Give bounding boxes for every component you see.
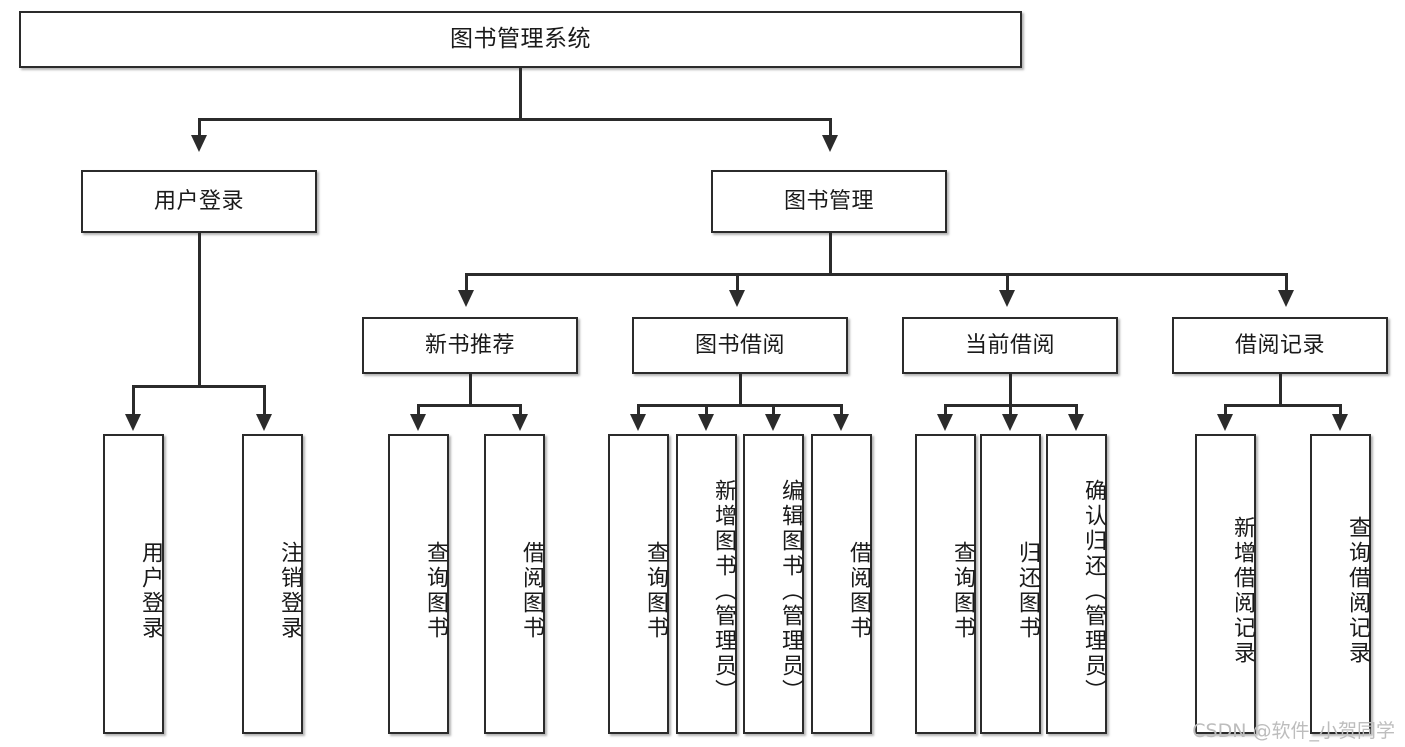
connector-user-login-down (198, 233, 201, 387)
node-current-borrow[interactable]: 当前借阅 (902, 317, 1118, 374)
arrowhead-user-login (191, 135, 207, 152)
node-label: 确认归还（管理员） (1081, 478, 1106, 704)
arrowhead-br-leaf2 (1332, 414, 1348, 431)
connector-bus-borrow-record-leaves (1224, 404, 1342, 407)
leaf-br-query-record[interactable]: 查询借阅记录 (1310, 434, 1371, 734)
connector-bus-new-book-leaves (417, 404, 522, 407)
connector-current-borrow-down (1009, 374, 1012, 406)
arrowhead-bb-leaf3 (765, 414, 781, 431)
connector-bb-leaf2-drop (705, 404, 708, 416)
node-new-book-recommendation[interactable]: 新书推荐 (362, 317, 578, 374)
connector-br-leaf2-drop (1339, 404, 1342, 416)
csdn-watermark: CSDN @软件_小贺同学 (1192, 720, 1395, 742)
leaf-bb-borrow-book[interactable]: 借阅图书 (811, 434, 872, 734)
arrowhead-book-management (822, 135, 838, 152)
connector-user-login-leaf2-drop (263, 385, 266, 417)
node-label: 用户登录 (138, 541, 163, 641)
leaf-user-login[interactable]: 用户登录 (103, 434, 164, 734)
node-label: 查询借阅记录 (1345, 516, 1370, 666)
connector-level2-left-drop (198, 118, 201, 140)
node-label: 新增借阅记录 (1230, 516, 1255, 666)
connector-br-leaf1-drop (1224, 404, 1227, 416)
arrowhead-cb-leaf1 (937, 414, 953, 431)
connector-level3-c-drop (1006, 273, 1009, 295)
node-book-borrow[interactable]: 图书借阅 (632, 317, 848, 374)
node-label: 借阅图书 (519, 541, 544, 641)
node-label: 查询图书 (950, 541, 975, 641)
connector-bb-leaf1-drop (637, 404, 640, 416)
node-borrow-record[interactable]: 借阅记录 (1172, 317, 1388, 374)
leaf-nb-query-book[interactable]: 查询图书 (388, 434, 449, 734)
connector-bus-book-borrow-leaves (637, 404, 843, 407)
node-label: 查询图书 (423, 541, 448, 641)
leaf-nb-borrow-book[interactable]: 借阅图书 (484, 434, 545, 734)
node-book-management[interactable]: 图书管理 (711, 170, 947, 233)
arrowhead-br-leaf1 (1217, 414, 1233, 431)
connector-level3-d-drop (1285, 273, 1288, 295)
leaf-br-add-record[interactable]: 新增借阅记录 (1195, 434, 1256, 734)
connector-level3-b-drop (736, 273, 739, 295)
arrowhead-cb-leaf3 (1068, 414, 1084, 431)
connector-bus-level3 (465, 273, 1288, 276)
connector-bb-leaf3-drop (772, 404, 775, 416)
leaf-bb-edit-book-admin[interactable]: 编辑图书（管理员） (743, 434, 804, 734)
connector-cb-leaf1-drop (944, 404, 947, 416)
leaf-cb-confirm-return-admin[interactable]: 确认归还（管理员） (1046, 434, 1107, 734)
connector-new-book-leaf1-drop (417, 404, 420, 416)
node-label: 新书推荐 (424, 332, 515, 358)
connector-new-book-leaf2-drop (519, 404, 522, 416)
connector-book-management-down (829, 233, 832, 275)
node-label: 图书管理系统 (450, 26, 591, 53)
connector-cb-leaf2-drop (1009, 404, 1012, 416)
connector-cb-leaf3-drop (1075, 404, 1078, 416)
arrowhead-cb-leaf2 (1002, 414, 1018, 431)
leaf-cb-return-book[interactable]: 归还图书 (980, 434, 1041, 734)
arrowhead-nb-leaf1 (410, 414, 426, 431)
arrowhead-bb-leaf1 (630, 414, 646, 431)
arrowhead-nb-leaf2 (512, 414, 528, 431)
arrowhead-bb-leaf2 (698, 414, 714, 431)
node-label: 注销登录 (277, 541, 302, 641)
connector-borrow-record-down (1279, 374, 1282, 406)
node-label: 查询图书 (643, 541, 668, 641)
connector-bus-user-login-leaves (132, 385, 266, 388)
node-label: 借阅记录 (1234, 332, 1325, 358)
leaf-bb-add-book-admin[interactable]: 新增图书（管理员） (676, 434, 737, 734)
node-label: 归还图书 (1015, 541, 1040, 641)
node-label: 图书管理 (783, 188, 874, 214)
node-label: 编辑图书（管理员） (778, 478, 803, 704)
node-label: 借阅图书 (846, 541, 871, 641)
arrowhead-leaf-logout (256, 414, 272, 431)
arrowhead-leaf-user-login (125, 414, 141, 431)
node-label: 新增图书（管理员） (711, 478, 736, 704)
node-label: 图书借阅 (694, 332, 785, 358)
leaf-logout[interactable]: 注销登录 (242, 434, 303, 734)
connector-new-book-down (469, 374, 472, 406)
node-label: 用户登录 (153, 188, 244, 214)
connector-user-login-leaf1-drop (132, 385, 135, 417)
node-root-book-management-system[interactable]: 图书管理系统 (19, 11, 1022, 68)
leaf-cb-query-book[interactable]: 查询图书 (915, 434, 976, 734)
arrowhead-current-borrow (999, 290, 1015, 307)
connector-level2-right-drop (829, 118, 832, 140)
leaf-bb-query-book[interactable]: 查询图书 (608, 434, 669, 734)
node-user-login[interactable]: 用户登录 (81, 170, 317, 233)
arrowhead-book-borrow (729, 290, 745, 307)
connector-root-down (519, 68, 522, 120)
arrowhead-borrow-record (1278, 290, 1294, 307)
connector-bus-level2 (198, 118, 832, 121)
arrowhead-new-book-rec (458, 290, 474, 307)
connector-book-borrow-down (739, 374, 742, 406)
connector-bb-leaf4-drop (840, 404, 843, 416)
connector-level3-a-drop (465, 273, 468, 295)
node-label: 当前借阅 (964, 332, 1055, 358)
arrowhead-bb-leaf4 (833, 414, 849, 431)
